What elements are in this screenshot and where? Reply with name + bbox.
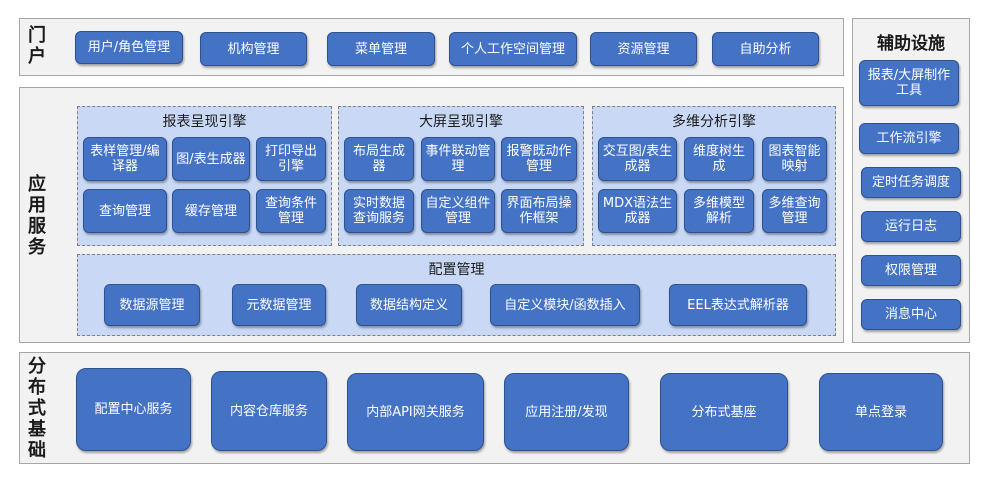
dist-service-registry[interactable]: 应用注册/发现 bbox=[504, 373, 629, 451]
olap-engine-dimension-tree[interactable]: 维度树生成 bbox=[684, 137, 754, 181]
report-engine-print-export[interactable]: 打印导出引擎 bbox=[256, 137, 326, 181]
portal-item-menu[interactable]: 菜单管理 bbox=[327, 32, 435, 66]
distributed-label: 分布式基础 bbox=[28, 356, 46, 461]
config-custom-module[interactable]: 自定义模块/函数插入 bbox=[490, 284, 640, 326]
aux-title: 辅助设施 bbox=[877, 34, 945, 54]
screen-engine-layout-generator[interactable]: 布局生成器 bbox=[344, 137, 414, 181]
portal-item-resource[interactable]: 资源管理 bbox=[590, 32, 697, 66]
aux-task-scheduler[interactable]: 定时任务调度 bbox=[861, 167, 961, 198]
screen-engine-realtime-query[interactable]: 实时数据查询服务 bbox=[344, 189, 414, 233]
aux-run-log[interactable]: 运行日志 bbox=[861, 211, 961, 242]
dist-config-center[interactable]: 配置中心服务 bbox=[76, 368, 191, 451]
dist-sso[interactable]: 单点登录 bbox=[819, 373, 943, 451]
screen-engine-title: 大屏呈现引擎 bbox=[419, 114, 503, 130]
report-engine-title: 报表呈现引擎 bbox=[162, 114, 247, 130]
portal-label: 门户 bbox=[28, 25, 46, 67]
screen-engine-custom-component[interactable]: 自定义组件管理 bbox=[421, 189, 495, 233]
dist-base[interactable]: 分布式基座 bbox=[660, 373, 788, 451]
olap-engine-interactive-chart[interactable]: 交互图/表生成器 bbox=[598, 137, 677, 181]
portal-item-user-role[interactable]: 用户/角色管理 bbox=[75, 31, 183, 64]
dist-content-repo[interactable]: 内容仓库服务 bbox=[211, 371, 327, 451]
report-engine-query-manage[interactable]: 查询管理 bbox=[83, 189, 167, 233]
report-engine-chart-generator[interactable]: 图/表生成器 bbox=[172, 137, 250, 181]
portal-item-org[interactable]: 机构管理 bbox=[200, 32, 307, 66]
config-title: 配置管理 bbox=[428, 262, 485, 278]
aux-message-center[interactable]: 消息中心 bbox=[861, 299, 961, 330]
aux-report-tool[interactable]: 报表/大屏制作工具 bbox=[859, 60, 959, 106]
olap-engine-model-parse[interactable]: 多维模型解析 bbox=[684, 189, 754, 233]
config-eel-parser[interactable]: EEL表达式解析器 bbox=[669, 284, 807, 326]
report-engine-query-condition[interactable]: 查询条件管理 bbox=[256, 189, 326, 233]
olap-engine-mdx-generator[interactable]: MDX语法生成器 bbox=[598, 189, 677, 233]
app-service-label: 应用服务 bbox=[28, 174, 46, 258]
report-engine-template-compiler[interactable]: 表样管理/编译器 bbox=[83, 137, 167, 181]
olap-engine-title: 多维分析引擎 bbox=[672, 114, 756, 130]
aux-workflow-engine[interactable]: 工作流引擎 bbox=[859, 123, 959, 154]
dist-api-gateway[interactable]: 内部API网关服务 bbox=[347, 373, 484, 451]
screen-engine-event-linkage[interactable]: 事件联动管理 bbox=[421, 137, 495, 181]
portal-item-workspace[interactable]: 个人工作空间管理 bbox=[449, 32, 577, 66]
olap-engine-query-manage[interactable]: 多维查询管理 bbox=[762, 189, 827, 233]
report-engine-cache-manage[interactable]: 缓存管理 bbox=[172, 189, 250, 233]
screen-engine-alarm-action[interactable]: 报警既动作管理 bbox=[501, 137, 577, 181]
portal-item-self-analysis[interactable]: 自助分析 bbox=[712, 32, 819, 66]
config-data-structure[interactable]: 数据结构定义 bbox=[356, 284, 462, 326]
olap-engine-chart-mapping[interactable]: 图表智能映射 bbox=[762, 137, 827, 181]
aux-permission[interactable]: 权限管理 bbox=[861, 255, 961, 286]
config-datasource[interactable]: 数据源管理 bbox=[104, 284, 200, 326]
screen-engine-layout-framework[interactable]: 界面布局操作框架 bbox=[501, 189, 577, 233]
config-metadata[interactable]: 元数据管理 bbox=[232, 284, 326, 326]
